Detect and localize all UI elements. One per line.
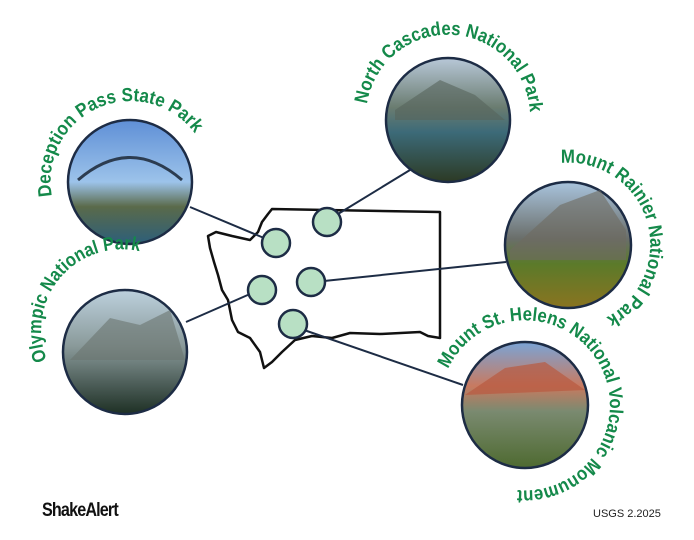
mountain-icon (395, 80, 505, 120)
marker-deception-pass[interactable] (260, 227, 292, 259)
mountain-icon (510, 190, 626, 260)
marker-north-cascades[interactable] (311, 206, 343, 238)
washington-outline (206, 207, 442, 370)
credit-text: USGS 2.2025 (593, 508, 661, 520)
photo-deception-pass (66, 118, 194, 246)
marker-mount-st-helens[interactable] (277, 308, 309, 340)
mountain-icon (70, 310, 185, 360)
marker-mount-rainier[interactable] (295, 266, 327, 298)
connector-lines (185, 169, 507, 386)
volcano-icon (465, 362, 585, 395)
shakealert-logo: ShakeAlert (42, 500, 119, 521)
marker-olympic[interactable] (246, 274, 278, 306)
bridge-icon (77, 156, 183, 182)
photo-mount-st-helens (460, 340, 590, 470)
